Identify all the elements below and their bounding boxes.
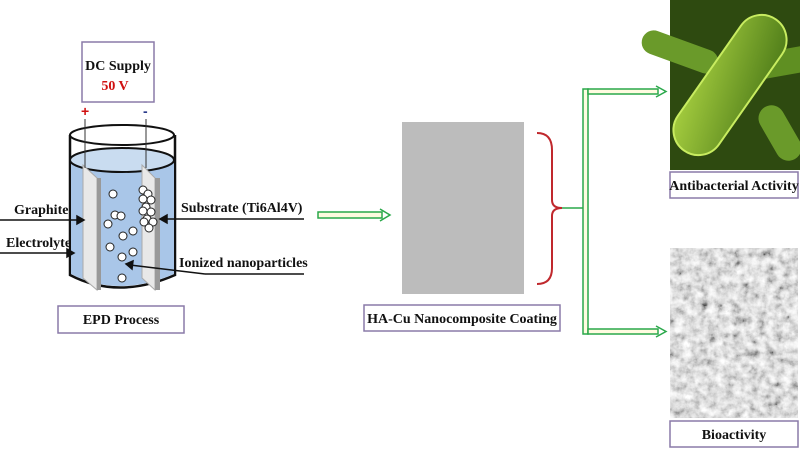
epd-process-label: EPD Process: [83, 313, 160, 328]
dc-voltage: 50 V: [101, 79, 128, 94]
dc-supply-box: DC Supply 50 V: [81, 41, 155, 103]
bacteria-image: [641, 0, 800, 170]
epd-process-box: [57, 305, 185, 334]
plus-terminal: +: [81, 103, 89, 119]
dc-supply-title: DC Supply: [85, 59, 151, 74]
branch-arrows: [562, 85, 668, 338]
bioactivity-box: [669, 420, 799, 448]
bioactivity-sem-image: [670, 248, 798, 418]
nanoparticles: [103, 185, 158, 283]
substrate-label: Substrate (Ti6Al4V): [181, 201, 303, 216]
ionized-label: Ionized nanoparticles: [179, 256, 308, 271]
coating-box: [363, 304, 561, 332]
minus-terminal: -: [143, 103, 148, 119]
epd-beaker: [68, 119, 177, 292]
pointer-arrows: [0, 213, 304, 275]
bracket: [536, 132, 563, 285]
antibacterial-label: Antibacterial Activity: [669, 179, 798, 194]
electrolyte-label: Electrolyte: [6, 236, 71, 251]
graphite-label: Graphite: [14, 203, 68, 218]
coating-label: HA-Cu Nanocomposite Coating: [367, 312, 557, 327]
bioactivity-label: Bioactivity: [702, 428, 767, 443]
process-arrow: [317, 208, 392, 222]
antibacterial-box: [669, 171, 799, 199]
coating-sem-image: [402, 122, 524, 294]
